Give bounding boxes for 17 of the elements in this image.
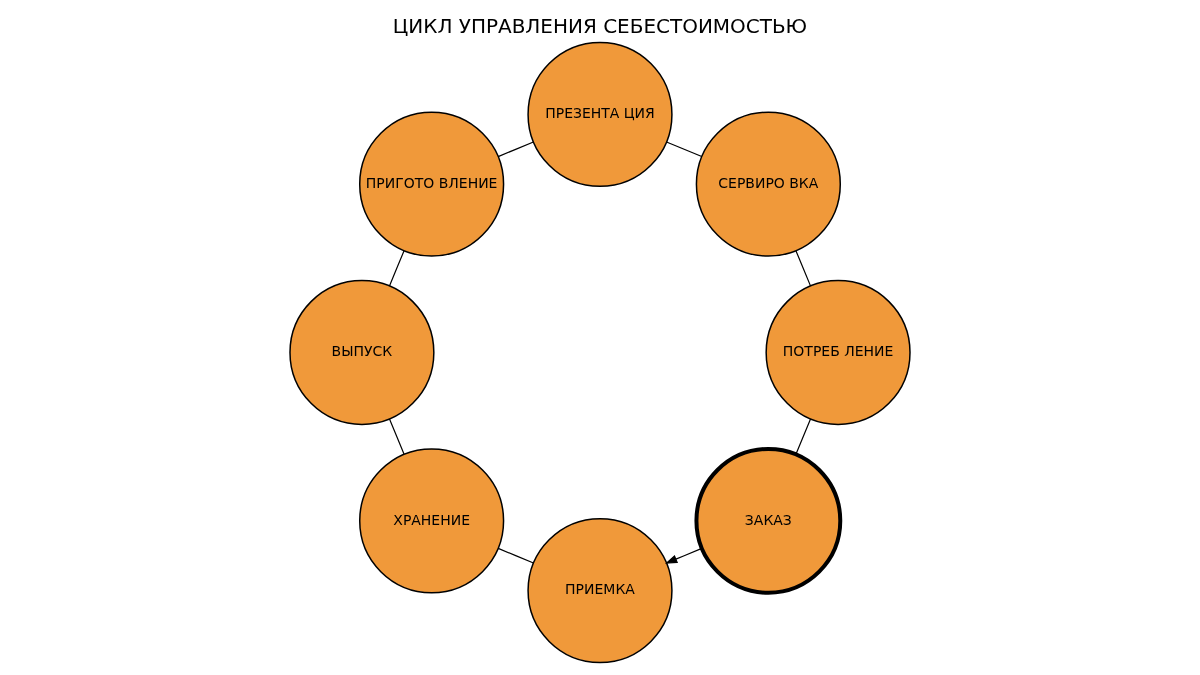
node-circle: ПРИЕМКА — [527, 517, 673, 664]
connector — [665, 141, 703, 158]
diagram-title: ЦИКЛ УПРАВЛЕНИЯ СЕБЕСТОИМОСТЬЮ — [392, 13, 808, 38]
connector — [388, 250, 405, 287]
arrow — [664, 547, 703, 564]
node-circle: ПРИГОТО ВЛЕНИЕ — [359, 111, 505, 257]
node-circle: ВЫПУСК — [289, 279, 435, 426]
connector — [497, 547, 535, 564]
connector — [795, 418, 812, 455]
node-circle: ХРАНЕНИЕ — [359, 448, 505, 594]
connector — [388, 418, 405, 455]
connector — [795, 250, 812, 287]
node-circle: ПОТРЕБ ЛЕНИЕ — [765, 279, 911, 426]
node-circle: ЗАКАЗ — [694, 446, 843, 595]
node-circle: СЕРВИРО ВКА — [695, 111, 841, 257]
connector — [497, 141, 534, 158]
node-circle: ПРЕЗЕНТА ЦИЯ — [527, 41, 673, 188]
